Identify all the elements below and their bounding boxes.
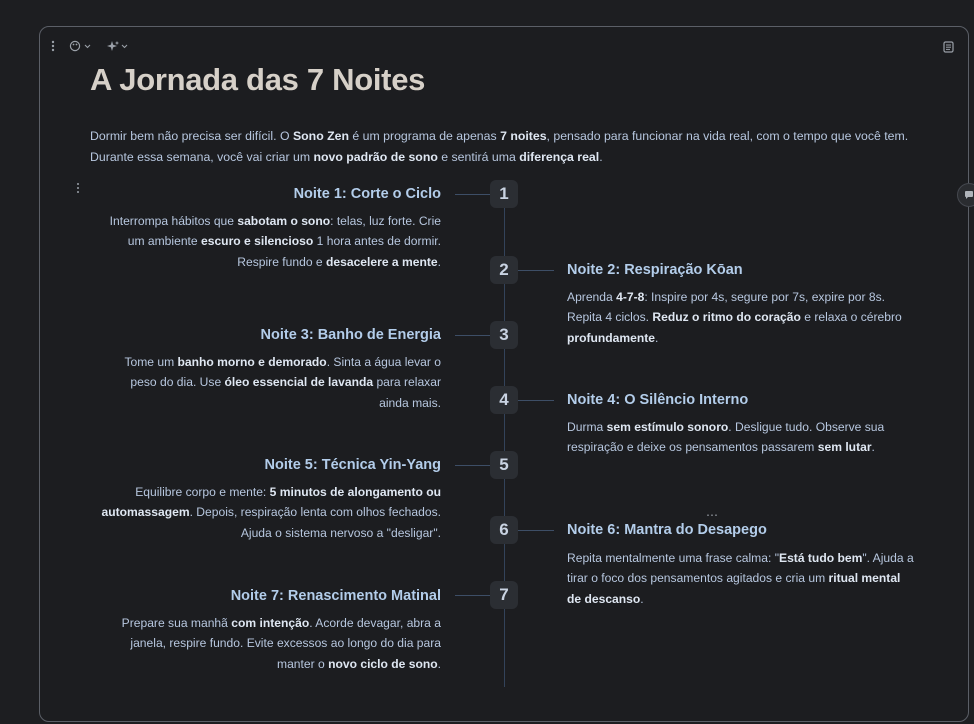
body-text: e relaxa o cérebro [800, 310, 902, 325]
night-1-connector [455, 194, 490, 195]
body-text: Equilibre corpo e mente: [135, 485, 270, 499]
night-5-connector [455, 465, 490, 466]
body-text: e sentirá uma [437, 150, 520, 164]
body-text: . Sinta a água levar o peso do dia. Use [130, 355, 441, 390]
night-7-title: Noite 7: Renascimento Matinal [230, 588, 441, 604]
night-3-connector [455, 335, 490, 336]
emphasis-text: com intenção [231, 616, 310, 630]
body-text: para relaxar ainda mais. [373, 375, 441, 410]
emphasis-text: escuro e silencioso [201, 234, 314, 249]
night-4-text: Durma sem estímulo sonoro. Desligue tudo… [567, 417, 917, 458]
body-text: . [437, 656, 441, 671]
body-text: Dormir bem não precisa ser difícil. O [90, 129, 293, 143]
emphasis-text: sabotam o sono [237, 214, 331, 228]
body-text: , pensado para funcionar na vida real, c… [90, 129, 909, 164]
body-text: 1 hora antes de dormir. Respire fundo e [237, 234, 441, 269]
night-2-connector [518, 270, 554, 271]
emphasis-text: ritual mental de descanso [567, 571, 901, 606]
emphasis-text: Sono Zen [292, 129, 349, 143]
body-text: . [599, 150, 603, 164]
intro-paragraph: Dormir bem não precisa ser difícil. O So… [90, 126, 925, 168]
night-2-number: 2 [490, 256, 518, 284]
night-5-text: Equilibre corpo e mente: 5 minutos de al… [101, 482, 441, 543]
emphasis-text: 5 minutos de alongamento ou automassagem [101, 485, 441, 520]
page-title: A Jornada das 7 Noites [90, 62, 426, 97]
body-text: . Depois, respiração lenta com olhos fec… [189, 505, 441, 540]
emphasis-text: 7 noites [500, 129, 547, 143]
emphasis-text: profundamente [567, 330, 656, 345]
body-text: Tome um [124, 355, 178, 369]
night-6-title: Noite 6: Mantra do Desapego [567, 522, 767, 538]
night-2-text: Aprenda 4-7-8: Inspire por 4s, segure po… [567, 287, 917, 348]
emphasis-text: banho morno e demorado [177, 355, 327, 369]
night-6-connector [518, 530, 554, 531]
body-text: é um programa de apenas [348, 129, 501, 143]
night-4-connector [518, 400, 554, 401]
notes-icon[interactable] [943, 41, 954, 53]
body-text: : telas, luz forte. Crie um ambiente [127, 214, 441, 249]
night-6-number: 6 [490, 516, 518, 544]
emphasis-text: sem lutar [817, 440, 872, 455]
night-7-connector [455, 595, 490, 596]
night-5-title: Noite 5: Técnica Yin-Yang [264, 457, 441, 473]
night-4-title: Noite 4: O Silêncio Interno [567, 392, 749, 408]
night-1-title: Noite 1: Corte o Ciclo [293, 186, 441, 202]
emphasis-text: 4-7-8 [616, 290, 645, 304]
night-2-title: Noite 2: Respiração Kōan [567, 262, 743, 278]
body-text: Repita mentalmente uma frase calma: " [567, 551, 779, 565]
night-3-number: 3 [490, 321, 518, 349]
body-text: Durma [567, 420, 607, 434]
emphasis-text: diferença real [519, 150, 600, 164]
emphasis-text: Está tudo bem [779, 551, 863, 565]
emphasis-text: novo ciclo de sono [328, 656, 438, 671]
body-text: ". Ajuda a tirar o foco dos pensamentos … [567, 551, 914, 586]
body-text: Aprenda [567, 290, 617, 304]
more-options-handle[interactable]: ⋯ [706, 508, 719, 522]
palette-icon[interactable] [69, 40, 93, 52]
night-3-text: Tome um banho morno e demorado. Sinta a … [101, 352, 441, 413]
body-text: : Inspire por 4s, segure por 7s, expire … [567, 290, 885, 325]
night-7-text: Prepare sua manhã com intenção. Acorde d… [101, 613, 441, 674]
night-5-number: 5 [490, 451, 518, 479]
emphasis-text: desacelere a mente [326, 254, 438, 269]
emphasis-text: novo padrão de sono [313, 150, 438, 164]
body-text: Interrompa hábitos que [109, 214, 238, 228]
body-text: . [871, 440, 875, 455]
body-text: . [655, 330, 659, 345]
emphasis-text: sem estímulo sonoro [606, 420, 729, 434]
night-4-number: 4 [490, 386, 518, 414]
body-text: . [640, 591, 644, 606]
block-drag-handle-icon[interactable] [76, 182, 80, 194]
emphasis-text: Reduz o ritmo do coração [652, 310, 801, 325]
body-text: . Desligue tudo. Observe sua respiração … [567, 420, 885, 455]
comment-icon[interactable] [957, 183, 974, 207]
night-6-text: Repita mentalmente uma frase calma: "Est… [567, 548, 917, 609]
body-text: . Acorde devagar, abra a janela, respire… [130, 616, 441, 671]
night-1-number: 1 [490, 180, 518, 208]
night-1-text: Interrompa hábitos que sabotam o sono: t… [101, 211, 441, 272]
emphasis-text: óleo essencial de lavanda [224, 375, 374, 390]
body-text: Prepare sua manhã [121, 616, 232, 630]
timeline-line [504, 193, 505, 687]
night-3-title: Noite 3: Banho de Energia [260, 327, 441, 343]
night-7-number: 7 [490, 581, 518, 609]
sparkle-icon[interactable] [106, 40, 130, 52]
body-text: . [437, 254, 441, 269]
vertical-dots-icon[interactable] [50, 40, 56, 52]
